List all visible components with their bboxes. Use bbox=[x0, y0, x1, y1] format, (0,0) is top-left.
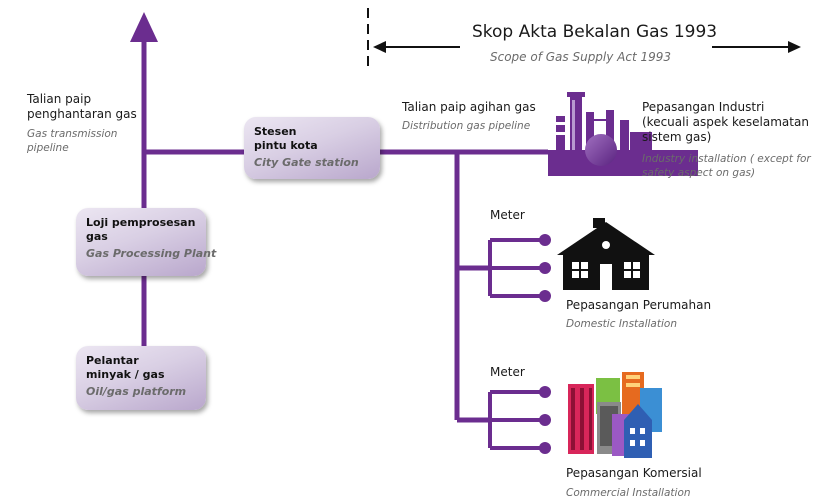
platform-en: Oil/gas platform bbox=[86, 385, 187, 398]
industry-label: Pepasangan Industri (kecuali aspek kesel… bbox=[642, 100, 809, 145]
processing-en: Gas Processing Plant bbox=[86, 247, 217, 260]
industry-line2: (kecuali aspek keselamatan bbox=[642, 115, 809, 129]
transmission-label-en-line1: Gas transmission bbox=[27, 128, 118, 140]
processing-line1: Loji pemprosesan bbox=[86, 216, 196, 229]
gas-processing-plant-box: Loji pemprosesan gas Gas Processing Plan… bbox=[76, 208, 217, 276]
transmission-label-en: Gas transmission pipeline bbox=[27, 127, 117, 155]
transmission-label-line2: penghantaran gas bbox=[27, 107, 137, 121]
commercial-installation-label-en: Commercial Installation bbox=[566, 487, 691, 499]
domestic-installation-label: Pepasangan Perumahan bbox=[566, 298, 712, 312]
industry-line3: sistem gas) bbox=[642, 130, 712, 144]
house-icon bbox=[557, 218, 655, 290]
scope-title: Skop Akta Bekalan Gas 1993 bbox=[472, 22, 718, 42]
oil-gas-platform-box: Pelantar minyak / gas Oil/gas platform bbox=[76, 346, 206, 410]
transmission-label-line1: Talian paip bbox=[27, 92, 92, 106]
industry-plant-icon bbox=[548, 92, 698, 176]
transmission-arrowhead bbox=[130, 12, 158, 42]
commercial-installation-label: Pepasangan Komersial bbox=[566, 466, 702, 480]
city-gate-line2: pintu kota bbox=[254, 139, 318, 152]
platform-line1: Pelantar bbox=[86, 354, 139, 367]
commercial-buildings-icon bbox=[568, 372, 662, 458]
city-gate-station-box: Stesen pintu kota City Gate station bbox=[244, 117, 380, 179]
commercial-meter-points bbox=[539, 386, 551, 454]
scope-left-arrow bbox=[373, 41, 460, 53]
transmission-label: Talian paip penghantaran gas bbox=[27, 92, 137, 122]
transmission-label-en-line2: pipeline bbox=[27, 142, 69, 154]
industry-line1: Pepasangan Industri bbox=[642, 100, 765, 114]
distribution-pipeline bbox=[378, 149, 548, 423]
domestic-meter-branches bbox=[488, 238, 543, 298]
domestic-meter-label: Meter bbox=[490, 208, 525, 222]
domestic-installation-label-en: Domestic Installation bbox=[566, 318, 677, 330]
processing-line2: gas bbox=[86, 230, 108, 243]
scope-subtitle: Scope of Gas Supply Act 1993 bbox=[490, 50, 672, 64]
industry-en-line2: safety aspect on gas) bbox=[642, 167, 756, 179]
city-gate-en: City Gate station bbox=[254, 156, 359, 169]
platform-line2: minyak / gas bbox=[86, 368, 165, 381]
industry-label-en: Industry installation ( except for safet… bbox=[642, 152, 811, 180]
scope-right-arrow bbox=[712, 41, 801, 53]
industry-en-line1: Industry installation ( except for bbox=[642, 153, 811, 165]
distribution-label-en: Distribution gas pipeline bbox=[402, 120, 531, 132]
commercial-meter-label: Meter bbox=[490, 365, 525, 379]
commercial-meter-branches bbox=[488, 390, 543, 450]
city-gate-line1: Stesen bbox=[254, 125, 297, 138]
transmission-pipeline bbox=[141, 30, 250, 350]
distribution-label: Talian paip agihan gas bbox=[402, 100, 536, 114]
domestic-meter-points bbox=[539, 234, 551, 302]
